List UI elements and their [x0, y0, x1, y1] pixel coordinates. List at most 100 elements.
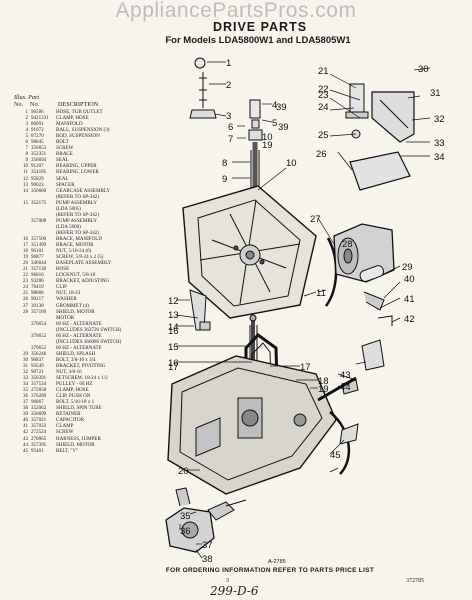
part-description: BEARING, LOWER [56, 169, 99, 176]
part-description: (REFER TO SP-342) [56, 229, 99, 236]
illus-number: 24 [22, 284, 28, 291]
callout-label: 39 [278, 122, 289, 133]
callout-label: 17 [300, 362, 311, 373]
illus-number: 34 [22, 381, 28, 388]
part-description: NUT, 3/8-16 [56, 369, 82, 376]
part-number: 86091 [31, 121, 44, 128]
illus-number: 42 [22, 429, 28, 436]
illus-number: 14 [22, 187, 28, 194]
illus-part-label: Illus. Part [14, 94, 40, 101]
illus-number: 45 [22, 447, 28, 454]
callout-label: 15 [168, 342, 179, 353]
part-description: BRACKET, ADJUSTING [56, 278, 110, 285]
part-number: 352175 [31, 199, 47, 206]
part-description: SEAL [56, 157, 69, 164]
part-description: CLAMP, HOSE [56, 115, 89, 122]
part-number: 357534 [31, 381, 47, 388]
spin-tube-shield-part [249, 99, 261, 119]
callout-label: 35 [180, 511, 191, 522]
part-description: HARNESS, JUMPER [56, 435, 101, 442]
part-number: 96867 [31, 399, 44, 406]
illus-number: 1 [25, 109, 28, 115]
callout-label: 24 [318, 102, 329, 113]
illus-number: 23 [22, 278, 28, 285]
illus-number: 18 [22, 248, 28, 255]
callout-label: 19 [318, 384, 329, 395]
diagram-caption: A-2785 [268, 559, 286, 565]
part-number: 96016 [31, 272, 44, 279]
motor-shield-part [349, 151, 411, 191]
part-description: BASEPLATE ASSEMBLY [56, 260, 112, 267]
part-number: 370652 [31, 344, 47, 351]
illus-number: 30 [22, 356, 28, 363]
part-number: 346644 [31, 260, 47, 267]
illus-number: 33 [22, 375, 28, 382]
illus-number: 38 [22, 405, 28, 412]
illus-number: 27 [22, 302, 28, 309]
illus-number: 3 [25, 121, 28, 128]
part-number: 351499 [31, 242, 47, 249]
illus-number: 12 [22, 175, 28, 182]
part-number: 370654 [31, 320, 47, 327]
part-description: CLAMP, HOSE [56, 387, 89, 394]
part-number: 96586 [31, 109, 44, 115]
callout-label: 18 [318, 376, 329, 387]
illus-number: 29 [22, 350, 28, 357]
part-description: MANIFOLD [56, 121, 83, 128]
part-number: 98068 [31, 290, 44, 297]
illus-number: 10 [22, 163, 28, 170]
part-description: BRACE [56, 151, 73, 158]
part-description: BRACE, MANIFOLD [56, 235, 102, 242]
callout-label: 8 [222, 158, 227, 169]
illus-number: 28 [22, 308, 28, 315]
handwritten-note: 299-D-6 [210, 584, 259, 598]
parts-list-row: MOTOR [14, 315, 136, 321]
callout-label: 23 [318, 90, 329, 101]
callout-label: 28 [342, 239, 353, 250]
part-description: SHIELD, SPIN TUBE [56, 405, 102, 412]
illus-number: 40 [22, 417, 28, 424]
illus-number: 31 [22, 362, 28, 369]
illus-number: 26 [22, 296, 28, 303]
callout-label: 16 [168, 358, 179, 369]
illus-number: 5 [25, 133, 28, 140]
part-number: 356391 [31, 375, 47, 382]
part-description: NUT, 5/16-24 (6) [56, 248, 92, 255]
part-number: 90023 [31, 181, 44, 188]
part-description: (INCLUDES 360086 SWITCH) [56, 338, 122, 345]
part-description: CLAMP [56, 423, 74, 430]
illus-number: 8 [25, 151, 28, 158]
part-description: CLIP [56, 284, 67, 291]
callout-label: 26 [316, 149, 327, 160]
callout-label: 6 [228, 122, 233, 133]
illus-number: 15 [22, 199, 28, 206]
parts-column-headers: No. No. DESCRIPTION [14, 101, 132, 108]
parts-list-row: (REFER TO SP-342) [14, 230, 136, 236]
part-description: SEAL [56, 175, 69, 182]
part-description: SHIELD, SPLASH [56, 350, 96, 357]
part-description: NUT, 10-23 [56, 290, 81, 297]
part-number: 272524 [31, 429, 47, 436]
callout-label: 45 [330, 450, 341, 461]
part-number: 93286 [31, 278, 44, 285]
part-description: SCREW [56, 429, 74, 436]
part-description: SETSCREW, 10-24 x 1/2 [56, 375, 108, 382]
callout-label: 41 [404, 294, 415, 305]
parts-list-row: (REFER TO SP-342) [14, 194, 136, 200]
part-description: BOLT [56, 139, 69, 146]
part-number: 93549 [31, 362, 44, 369]
jumper-harness-part [363, 291, 385, 311]
